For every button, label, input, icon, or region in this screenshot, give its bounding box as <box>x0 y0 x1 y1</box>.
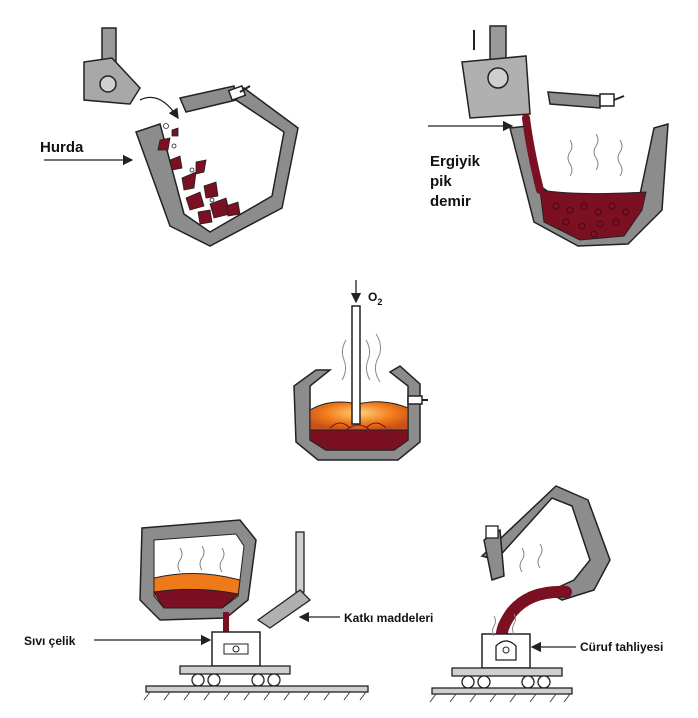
scrap-pieces <box>157 123 241 225</box>
heat-fumes-icon <box>567 133 623 177</box>
tilted-converter-icon-3 <box>139 519 257 632</box>
inverted-converter-icon <box>480 485 611 601</box>
label-scrap: Hurda <box>40 139 84 156</box>
label-molten-pig-iron-2: pik <box>430 173 452 190</box>
label-slag-tapping: Cüruf tahliyesi <box>580 640 663 654</box>
hot-metal-ladle-icon <box>461 25 531 119</box>
panel-pig-iron-charging: Ergiyik pik demir <box>428 25 669 247</box>
steel-ladle-car-icon <box>143 631 369 701</box>
oxygen-lance-icon <box>341 280 382 425</box>
tilted-converter-icon <box>135 84 299 247</box>
upright-converter-icon <box>293 365 428 461</box>
slag-stream <box>496 585 572 640</box>
scrap-chute-icon <box>83 27 179 120</box>
slag-pot-car-icon <box>429 613 573 703</box>
label-molten-pig-iron-1: Ergiyik <box>430 153 481 170</box>
molten-iron-pool <box>522 114 647 241</box>
panel-scrap-charging: Hurda <box>40 27 299 247</box>
panel-steel-tapping: Katkı maddeleri Sıvı çelik <box>24 519 433 701</box>
label-additives: Katkı maddeleri <box>344 611 433 625</box>
label-liquid-steel: Sıvı çelik <box>24 634 76 648</box>
panel-slag-tapping: Cüruf tahliyesi <box>429 485 663 703</box>
panel-oxygen-blowing: O2 <box>293 280 428 461</box>
label-oxygen: O2 <box>368 290 382 307</box>
additive-hopper-icon <box>256 531 312 629</box>
label-molten-pig-iron-3: demir <box>430 193 471 210</box>
